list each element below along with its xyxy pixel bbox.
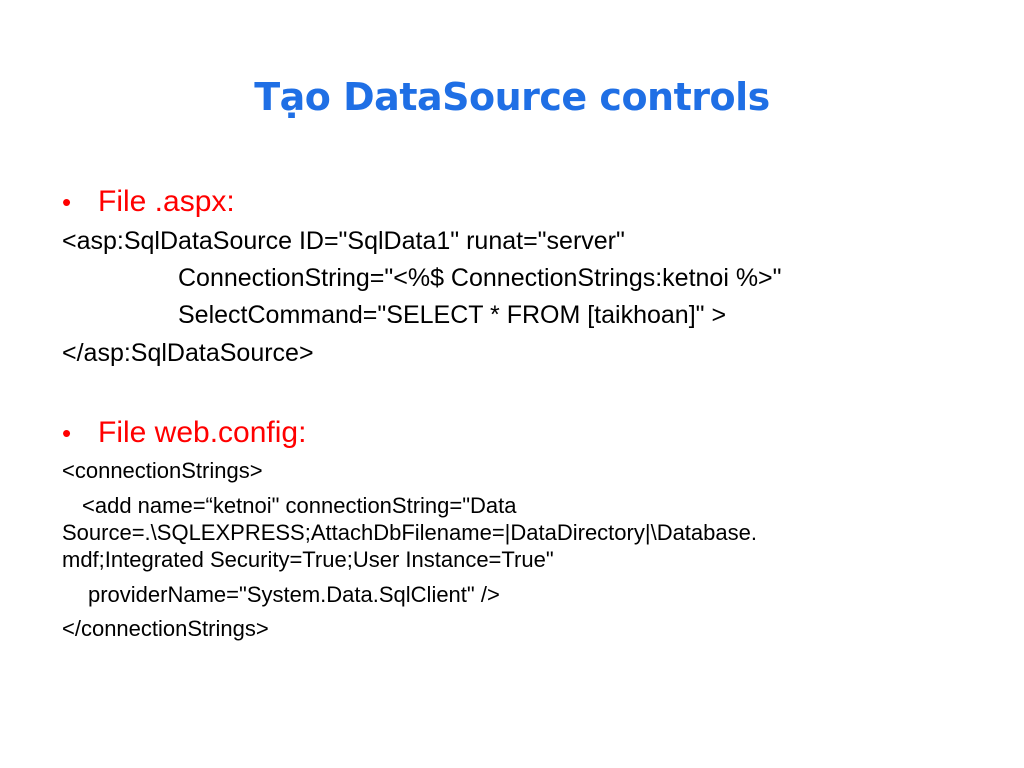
code-line: <add name=“ketnoi" connectionString="Dat… — [82, 493, 517, 518]
code-line: Source=.\SQLEXPRESS;AttachDbFilename=|Da… — [62, 520, 757, 545]
code-line: ConnectionString="<%$ ConnectionStrings:… — [178, 264, 782, 292]
heading-aspx-text: File .aspx: — [98, 185, 235, 218]
bullet-dot: • — [62, 418, 72, 448]
bullet-heading-webconfig: • File web.config: — [62, 415, 306, 451]
code-line: </connectionStrings> — [62, 616, 269, 641]
bullet-dot: • — [62, 187, 72, 217]
code-line: mdf;Integrated Security=True;User Instan… — [62, 547, 554, 572]
heading-webconfig-text: File web.config: — [98, 416, 307, 449]
code-line: <connectionStrings> — [62, 458, 263, 483]
bullet-heading-aspx: • File .aspx: — [62, 184, 235, 220]
slide-title: Tạo DataSource controls — [254, 75, 770, 119]
code-line: SelectCommand="SELECT * FROM [taikhoan]"… — [178, 301, 727, 329]
code-line: providerName="System.Data.SqlClient" /> — [88, 582, 500, 607]
code-line: </asp:SqlDataSource> — [62, 339, 314, 367]
code-line: <asp:SqlDataSource ID="SqlData1" runat="… — [62, 227, 625, 255]
